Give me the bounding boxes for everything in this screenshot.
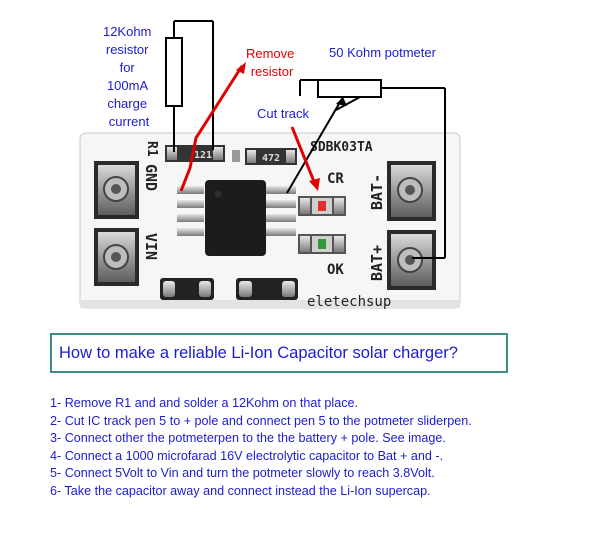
title-box: How to make a reliable Li-Ion Capacitor … [50,333,508,373]
label-gnd: GND [142,164,160,191]
terminal-vin [94,228,139,286]
label-r1: R1 [144,141,159,157]
ic-chip [177,180,296,256]
chip-code-472: 472 [262,153,280,164]
resistor-annotation: 12Kohm resistor for 100mA charge current [103,24,155,129]
step-item: 6- Take the capacitor away and connect i… [50,483,431,498]
potmeter-slider-arrow [335,96,361,111]
remove-resistor-annotation: Remove resistor [246,46,298,79]
board-model: SDBK03TA [310,140,373,155]
step-item: 5- Connect 5Volt to Vin and turn the pot… [50,466,435,481]
red-marker-cut-track [290,126,320,191]
title-text: How to make a reliable Li-Ion Capacitor … [59,344,458,362]
label-vin: VIN [142,233,160,260]
label-cr: CR [327,171,344,187]
step-item: 3- Connect other the potmeterpen to the … [50,431,446,446]
potmeter-annotation: 50 Kohm potmeter [329,45,437,60]
red-marker-remove [179,62,246,192]
small-smd-part [232,150,240,162]
smd-resistor-r1: 121 [165,145,225,162]
terminal-bat-plus [387,230,436,290]
smd-resistor-472: 472 [245,148,297,165]
led-ok [298,234,346,254]
potentiometer-50kohm [286,79,446,259]
bottom-pads [160,278,298,300]
instruction-steps: 1- Remove R1 and and solder a 12Kohm on … [50,395,472,501]
step-item: 4- Connect a 1000 microfarad 16V electro… [50,448,444,463]
label-bat-plus: BAT+ [368,245,386,281]
led-cr [298,196,346,216]
cut-track-annotation: Cut track [257,106,310,121]
label-ok: OK [327,262,344,278]
step-item: 2- Cut IC track pen 5 to + pole and conn… [50,413,472,428]
terminal-bat-minus [387,161,436,221]
r1-value-code: 121 [194,150,212,161]
label-brand: eletechsup [307,294,391,310]
step-item: 1- Remove R1 and and solder a 12Kohm on … [50,396,359,410]
external-resistor-12kohm [165,20,214,152]
label-bat-minus: BAT- [368,174,386,210]
terminal-gnd [94,161,139,219]
